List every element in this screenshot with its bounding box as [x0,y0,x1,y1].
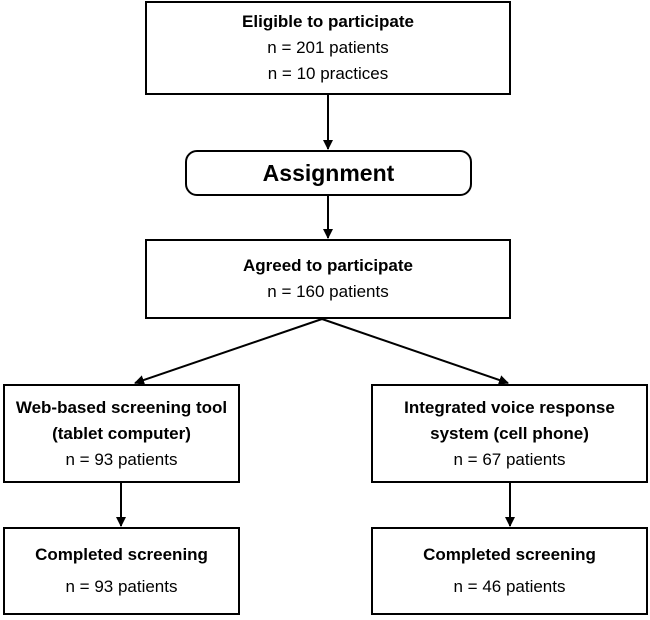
eligible-box: Eligible to participate n = 201 patients… [145,1,511,95]
ivr-patients: n = 67 patients [453,449,566,469]
eligible-practices: n = 10 practices [267,64,389,83]
ivr-completed-title: Completed screening [423,545,596,564]
web-patients: n = 93 patients [65,449,178,469]
arrow-agreed-to-web [134,318,323,385]
agreed-box: Agreed to participate n = 160 patients [145,239,511,319]
agreed-title: Agreed to participate [242,256,414,275]
web-completed-patients: n = 93 patients [65,577,178,596]
agreed-patients: n = 160 patients [267,282,389,301]
ivr-completed-patients: n = 46 patients [453,577,566,596]
web-completed-box: Completed screening n = 93 patients [3,527,240,615]
assignment-box: Assignment [185,150,472,196]
ivr-box: Integrated voice response system (cell p… [371,384,648,483]
ivr-title-line2: system (cell phone) [430,423,589,443]
eligible-title: Eligible to participate [242,12,414,31]
web-completed-title: Completed screening [35,545,208,564]
eligible-patients: n = 201 patients [267,38,389,57]
assignment-title: Assignment [262,160,395,186]
ivr-title-line1: Integrated voice response [404,397,615,417]
ivr-completed-box: Completed screening n = 46 patients [371,527,648,615]
arrow-agreed-to-ivr [321,318,509,385]
web-title-line1: Web-based screening tool [15,397,228,417]
web-title-line2: (tablet computer) [52,423,191,443]
web-tool-box: Web-based screening tool (tablet compute… [3,384,240,483]
